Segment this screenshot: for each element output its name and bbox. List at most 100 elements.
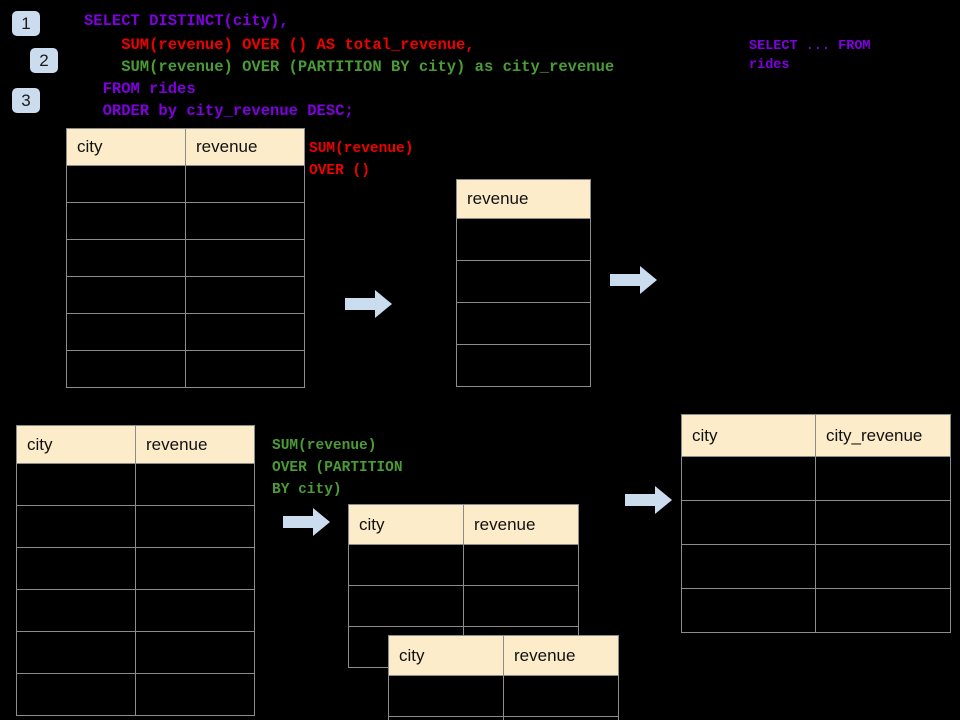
table-row	[66, 350, 305, 388]
cell-city	[388, 675, 504, 717]
cell-revenue	[135, 505, 255, 548]
table-row	[16, 589, 255, 632]
arrow-right-icon	[283, 508, 330, 536]
table-row	[681, 544, 951, 589]
total-revenue-table: revenue	[456, 179, 591, 387]
cell-city	[66, 165, 186, 203]
cell-city	[16, 673, 136, 716]
cell-city	[348, 544, 464, 586]
arrow-source-to-partition	[283, 506, 331, 543]
cell-city	[66, 313, 186, 351]
cell-revenue	[135, 673, 255, 716]
cell-city	[681, 456, 816, 501]
sql-line-sum-over-partition: SUM(revenue) OVER (PARTITION BY city) as…	[84, 58, 615, 76]
step-badge-1[interactable]: 1	[12, 11, 40, 36]
cell-city	[348, 585, 464, 627]
cell-revenue	[503, 716, 619, 720]
annotation-sum-over-empty: SUM(revenue) OVER ()	[309, 141, 414, 179]
cell-revenue	[503, 675, 619, 717]
sql-line-from: FROM rides	[84, 80, 196, 98]
step-badge-2[interactable]: 2	[30, 48, 58, 73]
result-table: city city_revenue	[681, 414, 951, 633]
cell-city	[16, 547, 136, 590]
arrow-right-icon	[345, 290, 392, 318]
cell-revenue	[463, 585, 579, 627]
cell-city	[16, 463, 136, 506]
table-row	[388, 675, 619, 717]
table-header-row: revenue	[456, 179, 591, 219]
cell-city	[388, 716, 504, 720]
column-header-revenue: revenue	[503, 635, 619, 676]
cell-revenue	[185, 313, 305, 351]
column-header-city: city	[16, 425, 136, 464]
column-header-city-revenue: city_revenue	[815, 414, 951, 457]
cell-city	[681, 588, 816, 633]
table-header-row: city revenue	[16, 425, 255, 464]
cell-revenue	[135, 631, 255, 674]
table-row	[348, 585, 579, 627]
table-row	[456, 260, 591, 303]
cell-revenue	[456, 260, 591, 303]
cell-revenue	[185, 350, 305, 388]
rides-source-table-top: city revenue	[66, 128, 305, 388]
table-row	[681, 456, 951, 501]
table-row	[66, 202, 305, 240]
table-row	[16, 463, 255, 506]
cell-city-revenue	[815, 588, 951, 633]
cell-revenue	[456, 344, 591, 387]
cell-city-revenue	[815, 544, 951, 589]
cell-city	[66, 350, 186, 388]
table-row	[66, 239, 305, 277]
column-header-city: city	[388, 635, 504, 676]
cell-city	[16, 505, 136, 548]
table-row	[456, 344, 591, 387]
partition-group-table-front: city revenue	[388, 635, 619, 720]
table-row	[16, 547, 255, 590]
table-row	[16, 673, 255, 716]
step-badge-3[interactable]: 3	[12, 88, 40, 113]
sql-line-select: SELECT DISTINCT(city),	[84, 12, 289, 30]
arrow-partition-to-result	[625, 484, 673, 521]
cell-revenue	[463, 544, 579, 586]
column-header-revenue: revenue	[185, 128, 305, 166]
table-row	[16, 631, 255, 674]
table-row	[16, 505, 255, 548]
cell-city	[16, 631, 136, 674]
cell-city-revenue	[815, 456, 951, 501]
cell-city	[681, 500, 816, 545]
cell-revenue	[185, 202, 305, 240]
cell-revenue	[135, 589, 255, 632]
cell-city	[66, 239, 186, 277]
cell-revenue	[456, 218, 591, 261]
column-header-revenue: revenue	[135, 425, 255, 464]
table-row	[66, 276, 305, 314]
table-row	[388, 716, 619, 720]
table-header-row: city revenue	[66, 128, 305, 166]
sql-line-sum-over-empty: SUM(revenue) OVER () AS total_revenue,	[84, 36, 475, 54]
arrow-source-to-total	[345, 288, 393, 325]
arrow-total-to-result	[610, 264, 658, 301]
cell-city	[66, 202, 186, 240]
arrow-right-icon	[610, 266, 657, 294]
sql-line-order-by: ORDER by city_revenue DESC;	[84, 102, 354, 120]
rides-source-table-bottom: city revenue	[16, 425, 255, 716]
table-header-row: city city_revenue	[681, 414, 951, 457]
table-row	[681, 500, 951, 545]
cell-city	[66, 276, 186, 314]
cell-revenue	[185, 165, 305, 203]
cell-city	[16, 589, 136, 632]
table-row	[66, 165, 305, 203]
table-header-row: city revenue	[388, 635, 619, 676]
annotation-select-from-rides: SELECT ... FROM rides	[749, 39, 871, 73]
table-row	[681, 588, 951, 633]
column-header-city: city	[681, 414, 816, 457]
column-header-city: city	[348, 504, 464, 545]
column-header-city: city	[66, 128, 186, 166]
cell-revenue	[456, 302, 591, 345]
cell-city	[681, 544, 816, 589]
cell-revenue	[185, 276, 305, 314]
cell-revenue	[135, 463, 255, 506]
table-row	[456, 302, 591, 345]
cell-revenue	[135, 547, 255, 590]
